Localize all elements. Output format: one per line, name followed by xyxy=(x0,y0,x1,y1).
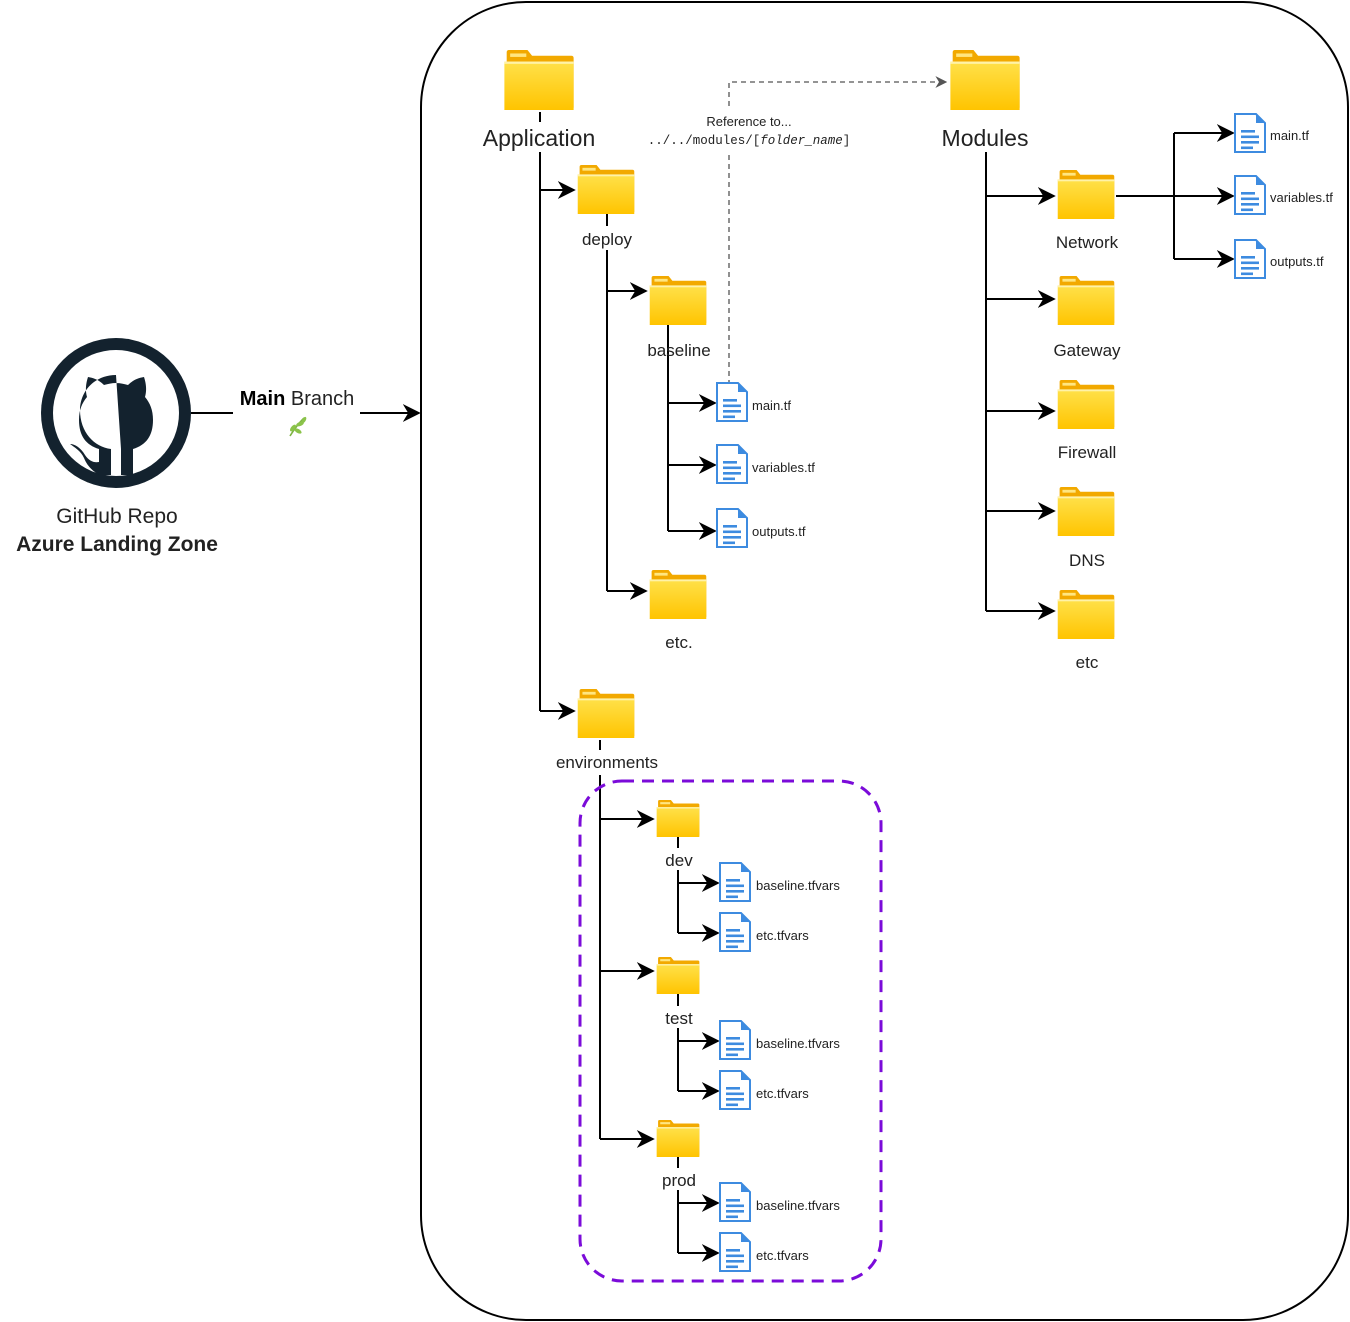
module-gateway-label: Gateway xyxy=(1053,341,1121,360)
prod-folder-icon xyxy=(656,1120,700,1157)
baseline-label: baseline xyxy=(647,341,710,360)
gateway-folder-icon xyxy=(1057,276,1115,325)
repo-name: Azure Landing Zone xyxy=(16,533,218,556)
branch-rest-label: Branch xyxy=(285,388,354,410)
prod-baseline-tfvars-file-icon xyxy=(719,1182,751,1222)
environments-label: environments xyxy=(556,753,658,772)
deploy-label: deploy xyxy=(582,230,633,249)
reference-path-suffix: ] xyxy=(843,134,851,148)
application-folder-icon xyxy=(504,50,574,110)
firewall-folder-icon xyxy=(1057,380,1115,429)
deploy-etc-folder-icon xyxy=(649,570,707,619)
baseline-variables-tf-file-icon xyxy=(716,444,748,484)
deploy-etc-label: etc. xyxy=(665,633,692,652)
modules-folder-icon xyxy=(950,50,1020,110)
dev-folder-icon xyxy=(656,800,700,837)
baseline-file-main-tf: main.tf xyxy=(752,398,791,413)
prod-etc-tfvars-file-icon xyxy=(719,1232,751,1272)
github-icon xyxy=(41,338,191,488)
environments-folder-icon xyxy=(577,689,635,738)
dev-etc-tfvars-file-icon xyxy=(719,912,751,952)
repo-title: GitHub Repo xyxy=(56,505,177,528)
test-file-etc-tfvars: etc.tfvars xyxy=(756,1086,809,1101)
dns-folder-icon xyxy=(1057,487,1115,536)
modules-label: Modules xyxy=(942,125,1029,151)
module-etc-label: etc xyxy=(1076,653,1099,672)
network-file-outputs-tf: outputs.tf xyxy=(1270,254,1324,269)
baseline-outputs-tf-file-icon xyxy=(716,508,748,548)
environments-group-box xyxy=(578,779,883,1283)
modules-etc-folder-icon xyxy=(1057,590,1115,639)
network-file-main-tf: main.tf xyxy=(1270,128,1309,143)
test-baseline-tfvars-file-icon xyxy=(719,1020,751,1060)
network-variables-tf-file-icon xyxy=(1234,175,1266,215)
test-etc-tfvars-file-icon xyxy=(719,1070,751,1110)
module-dns-label: DNS xyxy=(1069,551,1105,570)
prod-label: prod xyxy=(662,1171,696,1190)
reference-label-line2: ../../modules/[folder_name] xyxy=(648,134,851,148)
baseline-file-outputs-tf: outputs.tf xyxy=(752,524,806,539)
dev-label: dev xyxy=(665,851,693,870)
network-file-variables-tf: variables.tf xyxy=(1270,190,1333,205)
dev-file-etc-tfvars: etc.tfvars xyxy=(756,928,809,943)
network-folder-icon xyxy=(1057,170,1115,219)
network-main-tf-file-icon xyxy=(1234,113,1266,153)
modules-connectors xyxy=(985,124,1235,620)
branch-leaf-icon xyxy=(289,416,307,437)
test-file-baseline-tfvars: baseline.tfvars xyxy=(756,1036,840,1051)
dev-file-baseline-tfvars: baseline.tfvars xyxy=(756,878,840,893)
module-network-label: Network xyxy=(1056,233,1119,252)
branch-bold-label: Main xyxy=(240,388,286,410)
main-branch-label: Main Branch xyxy=(240,388,355,410)
application-label: Application xyxy=(483,125,596,151)
reference-path-prefix: ../../modules/[ xyxy=(648,134,761,148)
baseline-folder-icon xyxy=(649,276,707,325)
test-folder-icon xyxy=(656,957,700,994)
dev-baseline-tfvars-file-icon xyxy=(719,862,751,902)
reference-dashed-edge xyxy=(728,76,948,385)
repo-container xyxy=(420,1,1349,1321)
baseline-main-tf-file-icon xyxy=(716,382,748,422)
prod-file-etc-tfvars: etc.tfvars xyxy=(756,1248,809,1263)
network-outputs-tf-file-icon xyxy=(1234,239,1266,279)
reference-path-var: folder_name xyxy=(760,134,843,148)
baseline-file-variables-tf: variables.tf xyxy=(752,460,815,475)
deploy-folder-icon xyxy=(577,165,635,214)
reference-label-line1: Reference to... xyxy=(706,114,791,129)
test-label: test xyxy=(665,1009,693,1028)
prod-file-baseline-tfvars: baseline.tfvars xyxy=(756,1198,840,1213)
module-firewall-label: Firewall xyxy=(1058,443,1117,462)
